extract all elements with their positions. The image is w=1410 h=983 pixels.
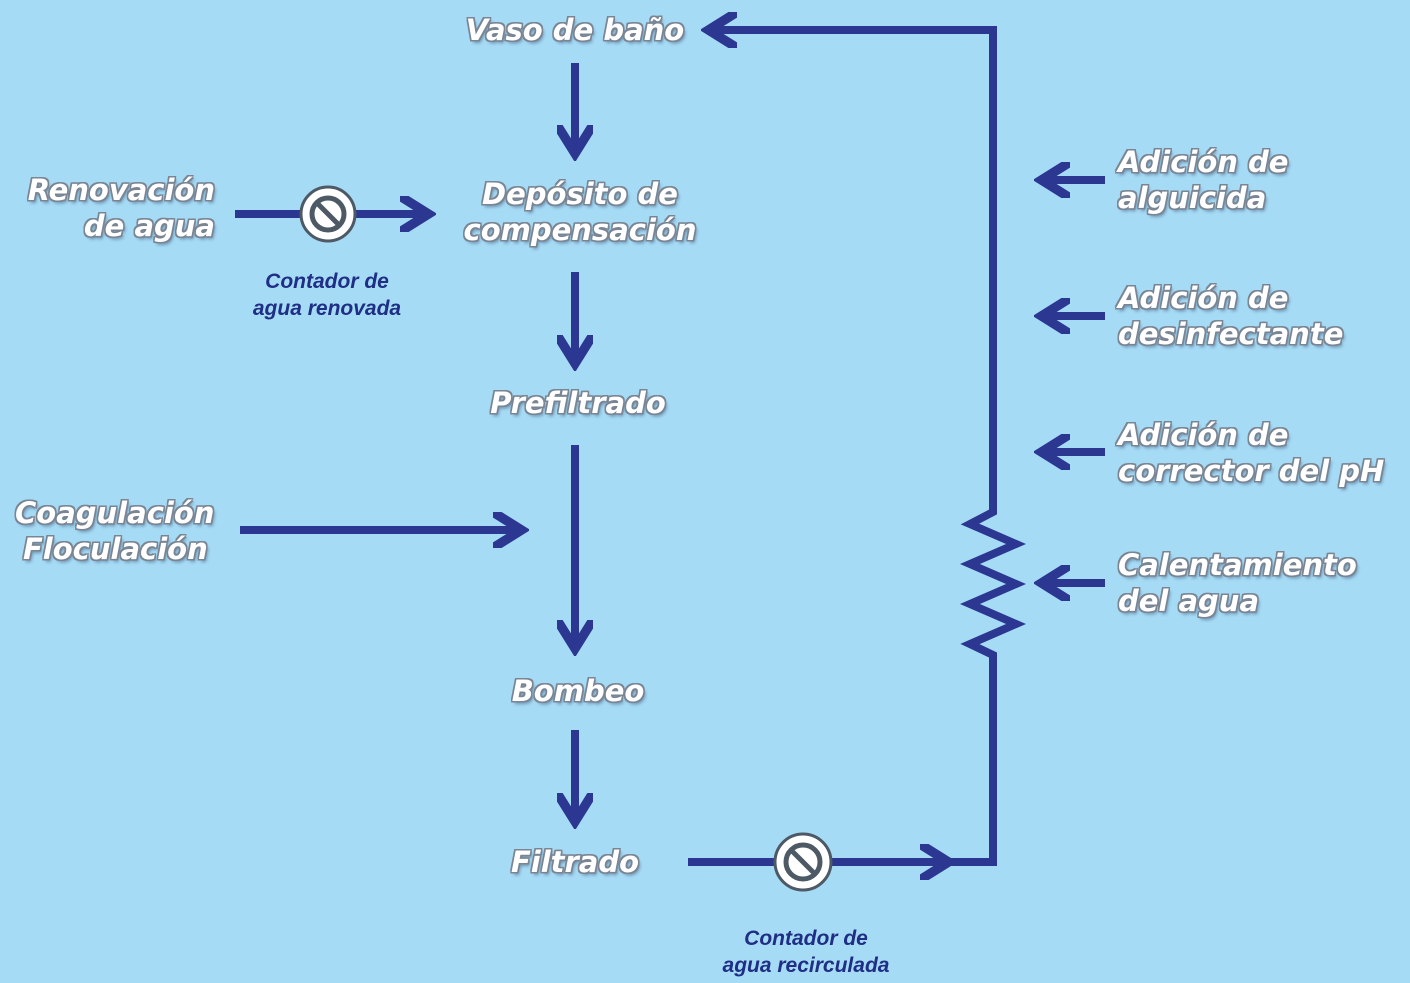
label-contador-agua-recirculada: Contador de agua recirculada <box>722 927 890 977</box>
node-deposito-compensacion: Depósito de compensación <box>463 177 697 247</box>
node-prefiltrado: Prefiltrado <box>490 386 666 420</box>
addition-desinfectante: Adición de desinfectante <box>1118 281 1344 351</box>
input-coagulacion-floculacion: Coagulación Floculación <box>15 496 215 566</box>
addition-alguicida: Adición de alguicida <box>1118 145 1289 215</box>
addition-corrector-ph: Adición de corrector del pH <box>1118 418 1385 488</box>
flow-meter-icon <box>299 185 357 243</box>
arrow-loop-to-vaso <box>712 30 997 505</box>
input-renovacion-de-agua: Renovación de agua <box>27 173 215 243</box>
node-vaso-de-bano: Vaso de baño <box>465 13 685 47</box>
addition-calentamiento: Calentamiento del agua <box>1118 548 1357 618</box>
node-filtrado: Filtrado <box>510 845 640 879</box>
label-contador-agua-renovada: Contador de agua renovada <box>252 270 402 320</box>
recirculation-return-pipe <box>945 668 997 866</box>
heater-resistor-icon <box>959 505 1027 668</box>
node-bombeo: Bombeo <box>511 674 645 708</box>
flow-meter-icon <box>773 832 833 892</box>
